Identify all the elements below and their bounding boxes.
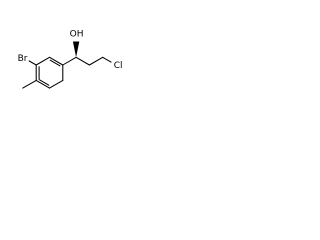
side-chain-bond <box>75 56 90 66</box>
bromine-label: Br <box>18 54 28 64</box>
structure-canvas: Br OH Cl <box>0 0 152 152</box>
ring-bond-top-left <box>35 56 51 66</box>
bromine-bond <box>26 59 37 66</box>
hydroxyl-label: OH <box>70 29 84 39</box>
chlorine-label: Cl <box>114 61 123 71</box>
stereo-wedge-bond <box>62 56 77 66</box>
ring-bond-bottom-right <box>48 79 64 89</box>
hydroxyl-label-bg <box>69 28 84 39</box>
chain-bond-2 <box>88 56 104 66</box>
ring-bond-bottom-left <box>35 79 51 89</box>
bromine-label-bg <box>16 53 29 64</box>
chlorine-label-bg <box>112 60 125 71</box>
ring-bond-top-right <box>48 56 64 66</box>
ring-double-bond-bottom-left <box>38 79 50 86</box>
chlorine-bond <box>102 56 112 63</box>
methyl-bond <box>22 79 37 89</box>
molecule-drawing: Br OH Cl <box>16 28 125 89</box>
hydroxyl-wedge-bond <box>72 41 80 58</box>
ring-double-bond-top-right <box>49 59 61 67</box>
